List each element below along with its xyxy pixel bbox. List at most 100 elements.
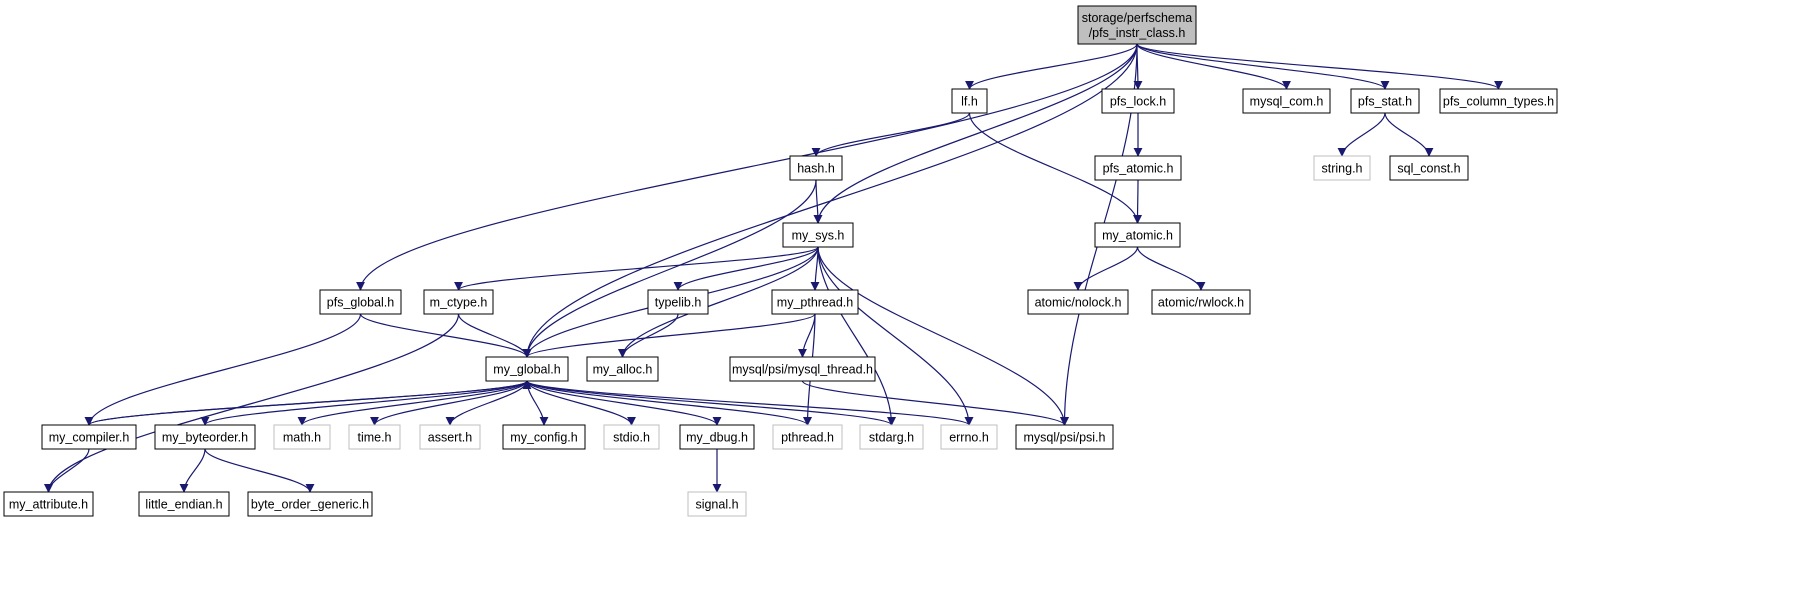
node-label: mysql/psi/mysql_thread.h — [732, 363, 873, 377]
node-byte-order-generic[interactable]: byte_order_generic.h — [247, 491, 373, 517]
node-box — [586, 356, 659, 382]
node-atomic-nolock[interactable]: atomic/nolock.h — [1027, 289, 1129, 315]
edge-lf-to-hash — [811, 112, 971, 157]
node-box — [1151, 289, 1251, 315]
node-assert: assert.h — [419, 424, 481, 450]
node-label: hash.h — [797, 162, 835, 176]
node-my-compiler[interactable]: my_compiler.h — [41, 424, 137, 450]
node-my-attribute[interactable]: my_attribute.h — [3, 491, 94, 517]
edges-layer — [44, 43, 1503, 493]
node-lf[interactable]: lf.h — [951, 88, 988, 114]
node-stdio: stdio.h — [603, 424, 660, 450]
node-label: my_attribute.h — [9, 498, 88, 512]
node-box — [772, 424, 843, 450]
edge-root-to-my_sys — [813, 43, 1138, 224]
node-label: time.h — [357, 431, 391, 445]
edge-my_sys-to-typelib — [673, 246, 819, 291]
node-box — [679, 424, 755, 450]
node-box — [319, 289, 402, 315]
edge-pfs_stat-to-string — [1337, 112, 1386, 157]
node-box — [419, 424, 481, 450]
node-box — [1313, 155, 1371, 181]
node-my-pthread[interactable]: my_pthread.h — [771, 289, 859, 315]
node-label: typelib.h — [655, 296, 702, 310]
edge-my_global-to-my_byteorder — [200, 380, 528, 426]
edge-mysql_thread-to-psi — [801, 380, 1069, 426]
node-box — [1350, 88, 1420, 114]
edge-my_byteorder-to-little_endian — [179, 448, 206, 493]
edge-my_global-to-time — [370, 380, 528, 426]
node-mysql-com[interactable]: mysql_com.h — [1242, 88, 1331, 114]
node-label: math.h — [283, 431, 321, 445]
node-my-sys[interactable]: my_sys.h — [782, 222, 854, 248]
node-label: pfs_global.h — [327, 296, 394, 310]
edge-hash-to-my_sys — [813, 179, 823, 224]
node-box — [603, 424, 660, 450]
node-pfs-lock[interactable]: pfs_lock.h — [1101, 88, 1175, 114]
node-box — [348, 424, 401, 450]
edge-my_global-to-stdarg — [526, 380, 896, 426]
node-label: atomic/nolock.h — [1035, 296, 1122, 310]
node-pfs-column-types[interactable]: pfs_column_types.h — [1439, 88, 1558, 114]
edge-pfs_stat-to-sql_const — [1384, 112, 1434, 157]
edge-my_sys-to-stdarg — [817, 246, 896, 426]
node-label: byte_order_generic.h — [251, 498, 369, 512]
node-box — [154, 424, 256, 450]
node-pthread: pthread.h — [772, 424, 843, 450]
node-pfs-stat[interactable]: pfs_stat.h — [1350, 88, 1420, 114]
node-label: my_dbug.h — [686, 431, 748, 445]
node-label: little_endian.h — [145, 498, 222, 512]
node-box — [1101, 88, 1175, 114]
node-label: m_ctype.h — [430, 296, 488, 310]
node-box — [1077, 5, 1197, 45]
node-box — [940, 424, 998, 450]
node-time: time.h — [348, 424, 401, 450]
node-label: lf.h — [961, 95, 978, 109]
node-box — [1015, 424, 1114, 450]
node-box — [138, 491, 230, 517]
edge-my_sys-to-psi — [817, 246, 1069, 426]
node-pfs-global[interactable]: pfs_global.h — [319, 289, 402, 315]
node-my-alloc[interactable]: my_alloc.h — [586, 356, 659, 382]
node-little-endian[interactable]: little_endian.h — [138, 491, 230, 517]
node-box — [1094, 222, 1181, 248]
node-psi[interactable]: mysql/psi/psi.h — [1015, 424, 1114, 450]
node-m-ctype[interactable]: m_ctype.h — [423, 289, 494, 315]
node-box — [647, 289, 709, 315]
node-label: signal.h — [695, 498, 738, 512]
node-my-dbug[interactable]: my_dbug.h — [679, 424, 755, 450]
edge-m_ctype-to-my_attribute — [44, 313, 460, 493]
node-my-config[interactable]: my_config.h — [502, 424, 586, 450]
edge-hash-to-my_global — [522, 179, 817, 358]
node-pfs-atomic[interactable]: pfs_atomic.h — [1094, 155, 1182, 181]
node-hash[interactable]: hash.h — [789, 155, 843, 181]
edge-typelib-to-my_alloc — [618, 313, 679, 358]
node-label: my_config.h — [510, 431, 577, 445]
node-box — [951, 88, 988, 114]
node-root[interactable]: storage/perfschema/pfs_instr_class.h — [1077, 5, 1197, 45]
node-label: pfs_atomic.h — [1103, 162, 1174, 176]
node-my-global[interactable]: my_global.h — [485, 356, 569, 382]
edge-my_atomic-to-atomic_nolock — [1073, 246, 1139, 291]
node-box — [1242, 88, 1331, 114]
node-typelib[interactable]: typelib.h — [647, 289, 709, 315]
node-my-byteorder[interactable]: my_byteorder.h — [154, 424, 256, 450]
edge-my_global-to-pthread — [526, 380, 812, 426]
node-mysql-thread[interactable]: mysql/psi/mysql_thread.h — [729, 356, 876, 382]
node-my-atomic[interactable]: my_atomic.h — [1094, 222, 1181, 248]
node-box — [789, 155, 843, 181]
node-sql-const[interactable]: sql_const.h — [1389, 155, 1469, 181]
node-label: my_compiler.h — [49, 431, 130, 445]
edge-my_atomic-to-atomic_rwlock — [1136, 246, 1206, 291]
node-atomic-rwlock[interactable]: atomic/rwlock.h — [1151, 289, 1251, 315]
node-box — [41, 424, 137, 450]
edge-my_sys-to-m_ctype — [454, 246, 819, 291]
node-box — [3, 491, 94, 517]
node-label: my_pthread.h — [777, 296, 853, 310]
node-box — [859, 424, 924, 450]
node-box — [1027, 289, 1129, 315]
edge-lf-to-my_atomic — [968, 112, 1142, 224]
edge-root-to-pfs_global — [356, 43, 1138, 291]
edge-my_sys-to-errno — [817, 246, 974, 426]
